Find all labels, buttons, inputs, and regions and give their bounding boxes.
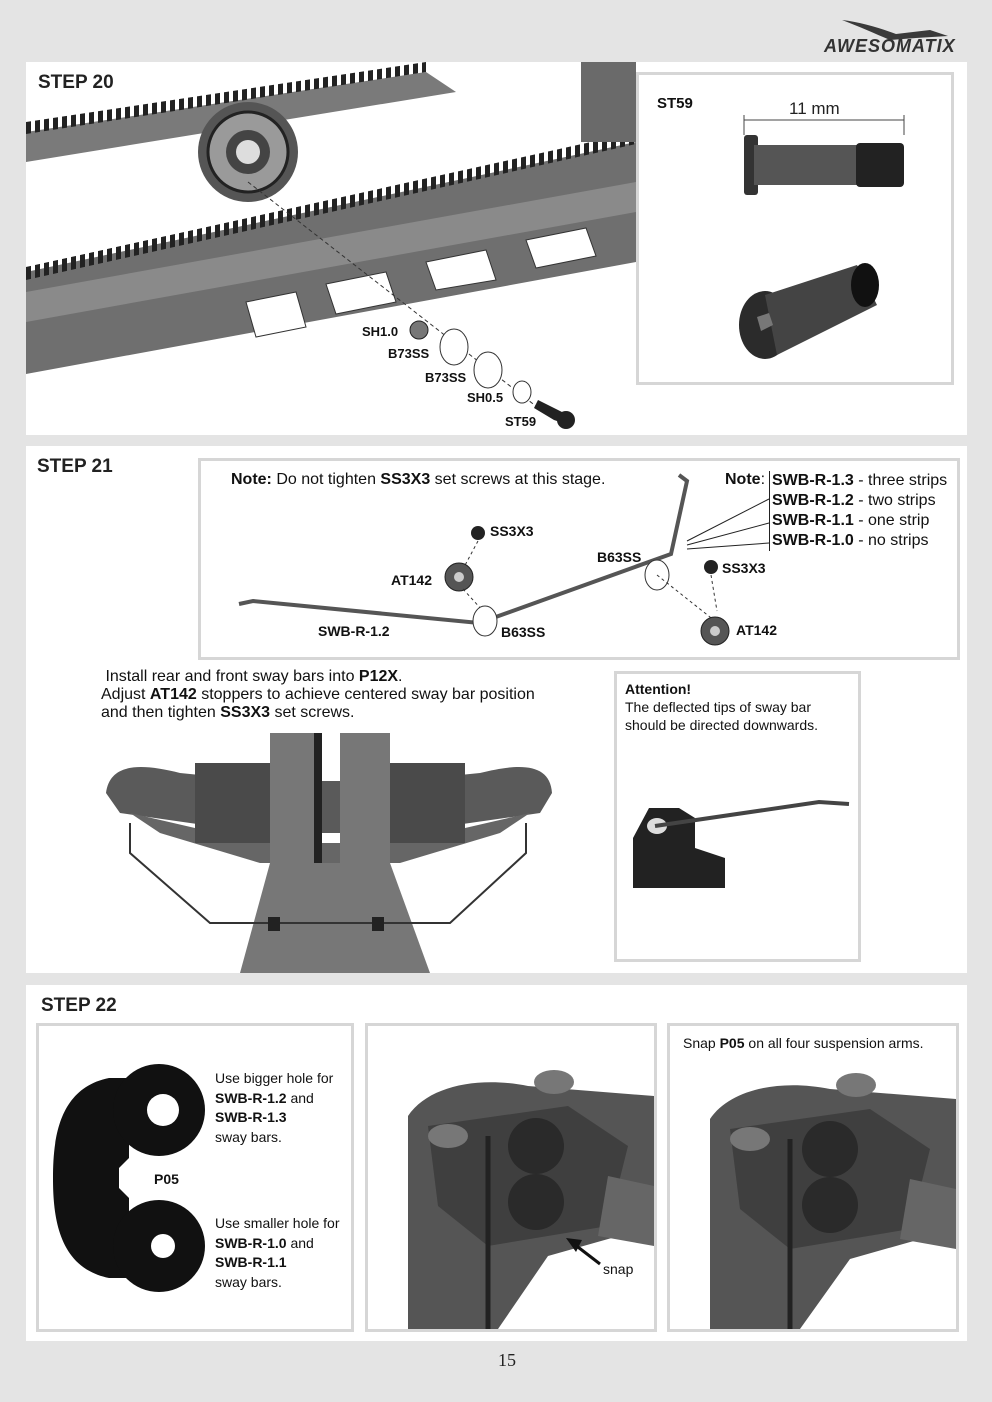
st59-detail-label: ST59 xyxy=(657,95,693,112)
snap-note-box: Snap P05 on all four suspension arms. xyxy=(667,1023,959,1332)
label-at142-b: AT142 xyxy=(736,622,777,638)
step20-title: STEP 20 xyxy=(38,72,114,93)
st59-dimension: 11 mm xyxy=(789,99,840,118)
strip-item-1-1: SWB-R-1.1 - one strip xyxy=(772,512,930,529)
attention-box: Attention! The deflected tips of sway ba… xyxy=(614,671,861,962)
step22-title: STEP 22 xyxy=(41,995,117,1016)
logo-wordmark: AWESOMATIX xyxy=(824,36,956,56)
part-label-b73ss-2: B73SS xyxy=(425,370,467,385)
step21-parts-box: Note: Do not tighten SS3X3 set screws at… xyxy=(198,458,960,660)
note-left-part: SS3X3 xyxy=(380,471,431,488)
p05-part-illustration xyxy=(53,1064,205,1292)
strip-item-1-2: SWB-R-1.2 - two strips xyxy=(772,492,936,509)
label-ss3x3-a: SS3X3 xyxy=(490,523,534,539)
snap-label: snap xyxy=(603,1261,634,1277)
p05-detail-box: P05 Use bigger hole for SWB-R-1.2 and SW… xyxy=(36,1023,354,1332)
note-right-prefix-wrap: Note: xyxy=(725,471,766,488)
note-left-text-b: set screws at this stage. xyxy=(430,471,606,488)
step21-title: STEP 21 xyxy=(37,456,113,477)
big-hole-text: Use bigger hole for SWB-R-1.2 and SWB-R-… xyxy=(215,1070,334,1145)
part-label-st59: ST59 xyxy=(505,414,537,429)
install-line-1: Install rear and front sway bars into P1… xyxy=(105,668,403,685)
note-left-text-a: Do not tighten xyxy=(271,471,381,488)
attention-title: Attention! xyxy=(625,681,692,697)
rear-suspension-illustration xyxy=(106,733,552,973)
note-right-list: SWB-R-1.3 - three strips SWB-R-1.2 - two… xyxy=(769,471,947,551)
attention-line-2: should be directed downwards. xyxy=(625,717,819,733)
step20-panel: STEP 20 SH1.0 B73SS B73SS SH0.5 ST59 xyxy=(26,62,967,435)
step21-panel: STEP 21 Note: Do not tighten SS3X3 set s… xyxy=(26,446,967,973)
snap-illustration-box: snap xyxy=(365,1023,657,1332)
label-b63ss-a: B63SS xyxy=(597,549,642,565)
sway-bar-illustration xyxy=(238,473,770,646)
note-left: Note: Do not tighten SS3X3 set screws at… xyxy=(231,471,605,489)
part-label-sh0-5: SH0.5 xyxy=(467,390,504,405)
attention-line-1: The deflected tips of sway bar xyxy=(625,699,811,715)
install-line-3: and then tighten SS3X3 set screws. xyxy=(101,704,355,721)
st59-screw-side-view xyxy=(743,115,905,195)
label-ss3x3-b: SS3X3 xyxy=(722,560,766,576)
label-b63ss-b: B63SS xyxy=(501,624,546,640)
snap-note: Snap P05 on all four suspension arms. xyxy=(683,1035,924,1051)
note-right-prefix: Note xyxy=(725,471,761,488)
strip-item-1-0: SWB-R-1.0 - no strips xyxy=(772,532,929,549)
logo-bird-icon xyxy=(842,20,948,40)
suspension-arm-snap-illustration xyxy=(408,1070,654,1329)
step20-chassis-illustration xyxy=(26,62,636,429)
page-number: 15 xyxy=(498,1350,516,1370)
p05-label: P05 xyxy=(154,1171,179,1187)
note-left-prefix: Note: xyxy=(231,471,272,488)
label-at142-a: AT142 xyxy=(391,572,432,588)
install-line-2: Adjust AT142 stoppers to achieve centere… xyxy=(101,686,535,703)
step22-panel: STEP 22 P05 Use bigger hole for SWB-R-1.… xyxy=(26,985,967,1341)
small-hole-text: Use smaller hole for SWB-R-1.0 and SWB-R… xyxy=(215,1215,340,1290)
install-instructions: Install rear and front sway bars into P1… xyxy=(101,668,581,722)
st59-screw-iso-view xyxy=(739,263,879,359)
sway-bar-tip-illustration xyxy=(633,799,850,888)
brand-logo: AWESOMATIX xyxy=(820,16,970,60)
st59-detail-box: ST59 11 mm xyxy=(636,72,954,385)
strip-item-1-3: SWB-R-1.3 - three strips xyxy=(772,472,948,489)
suspension-arm-snapped-illustration xyxy=(710,1073,956,1329)
part-label-sh1-0: SH1.0 xyxy=(362,324,399,339)
part-label-b73ss-1: B73SS xyxy=(388,346,430,361)
label-swb: SWB-R-1.2 xyxy=(318,623,390,639)
